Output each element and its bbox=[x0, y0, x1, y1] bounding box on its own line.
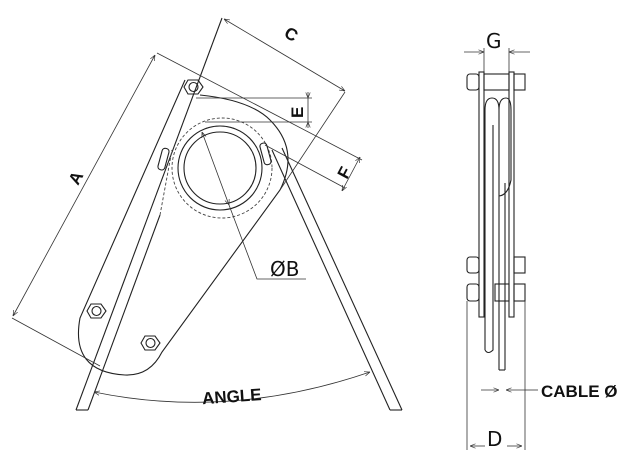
dim-d-label: D bbox=[487, 427, 502, 451]
bolt-lower bbox=[513, 283, 526, 302]
nut-middle bbox=[466, 256, 480, 274]
front-view: A C E F ØB bbox=[11, 17, 403, 411]
cable-loop bbox=[484, 97, 512, 370]
spacer-top bbox=[483, 73, 510, 91]
angle-label: ANGLE bbox=[201, 385, 262, 408]
left-leg bbox=[75, 17, 223, 411]
dim-e-label: E bbox=[288, 107, 307, 118]
nut-top bbox=[466, 73, 480, 91]
pipe-ring bbox=[157, 117, 273, 219]
nut-lower bbox=[466, 283, 480, 302]
dimension-d: D bbox=[466, 301, 526, 451]
dimension-e: E bbox=[196, 92, 312, 128]
dimension-cable: CABLE Ø bbox=[481, 382, 618, 401]
bolt-nut-left bbox=[86, 303, 107, 319]
bolt-nut-bottom bbox=[140, 335, 161, 351]
dimension-c: C bbox=[224, 19, 345, 191]
clamp-plate bbox=[78, 79, 289, 376]
bolt-nut-top bbox=[183, 79, 204, 95]
side-view: G CABLE Ø D bbox=[464, 29, 618, 451]
dim-b-label: ØB bbox=[270, 257, 299, 281]
dim-f-label: F bbox=[334, 164, 356, 182]
dimension-a: A bbox=[11, 52, 363, 367]
cable-diameter-label: CABLE Ø bbox=[541, 382, 618, 401]
plate-right bbox=[508, 71, 515, 318]
dimension-g: G bbox=[464, 29, 530, 72]
dim-g-label: G bbox=[486, 29, 502, 53]
spacer-lower bbox=[494, 283, 510, 302]
dimension-b: ØB bbox=[202, 132, 306, 281]
dimension-angle: ANGLE bbox=[94, 372, 370, 408]
right-leg bbox=[271, 147, 403, 411]
bolt-top bbox=[513, 73, 526, 91]
plate-left bbox=[478, 71, 485, 318]
bolt-middle bbox=[513, 256, 526, 274]
dim-c-label: C bbox=[281, 23, 301, 46]
